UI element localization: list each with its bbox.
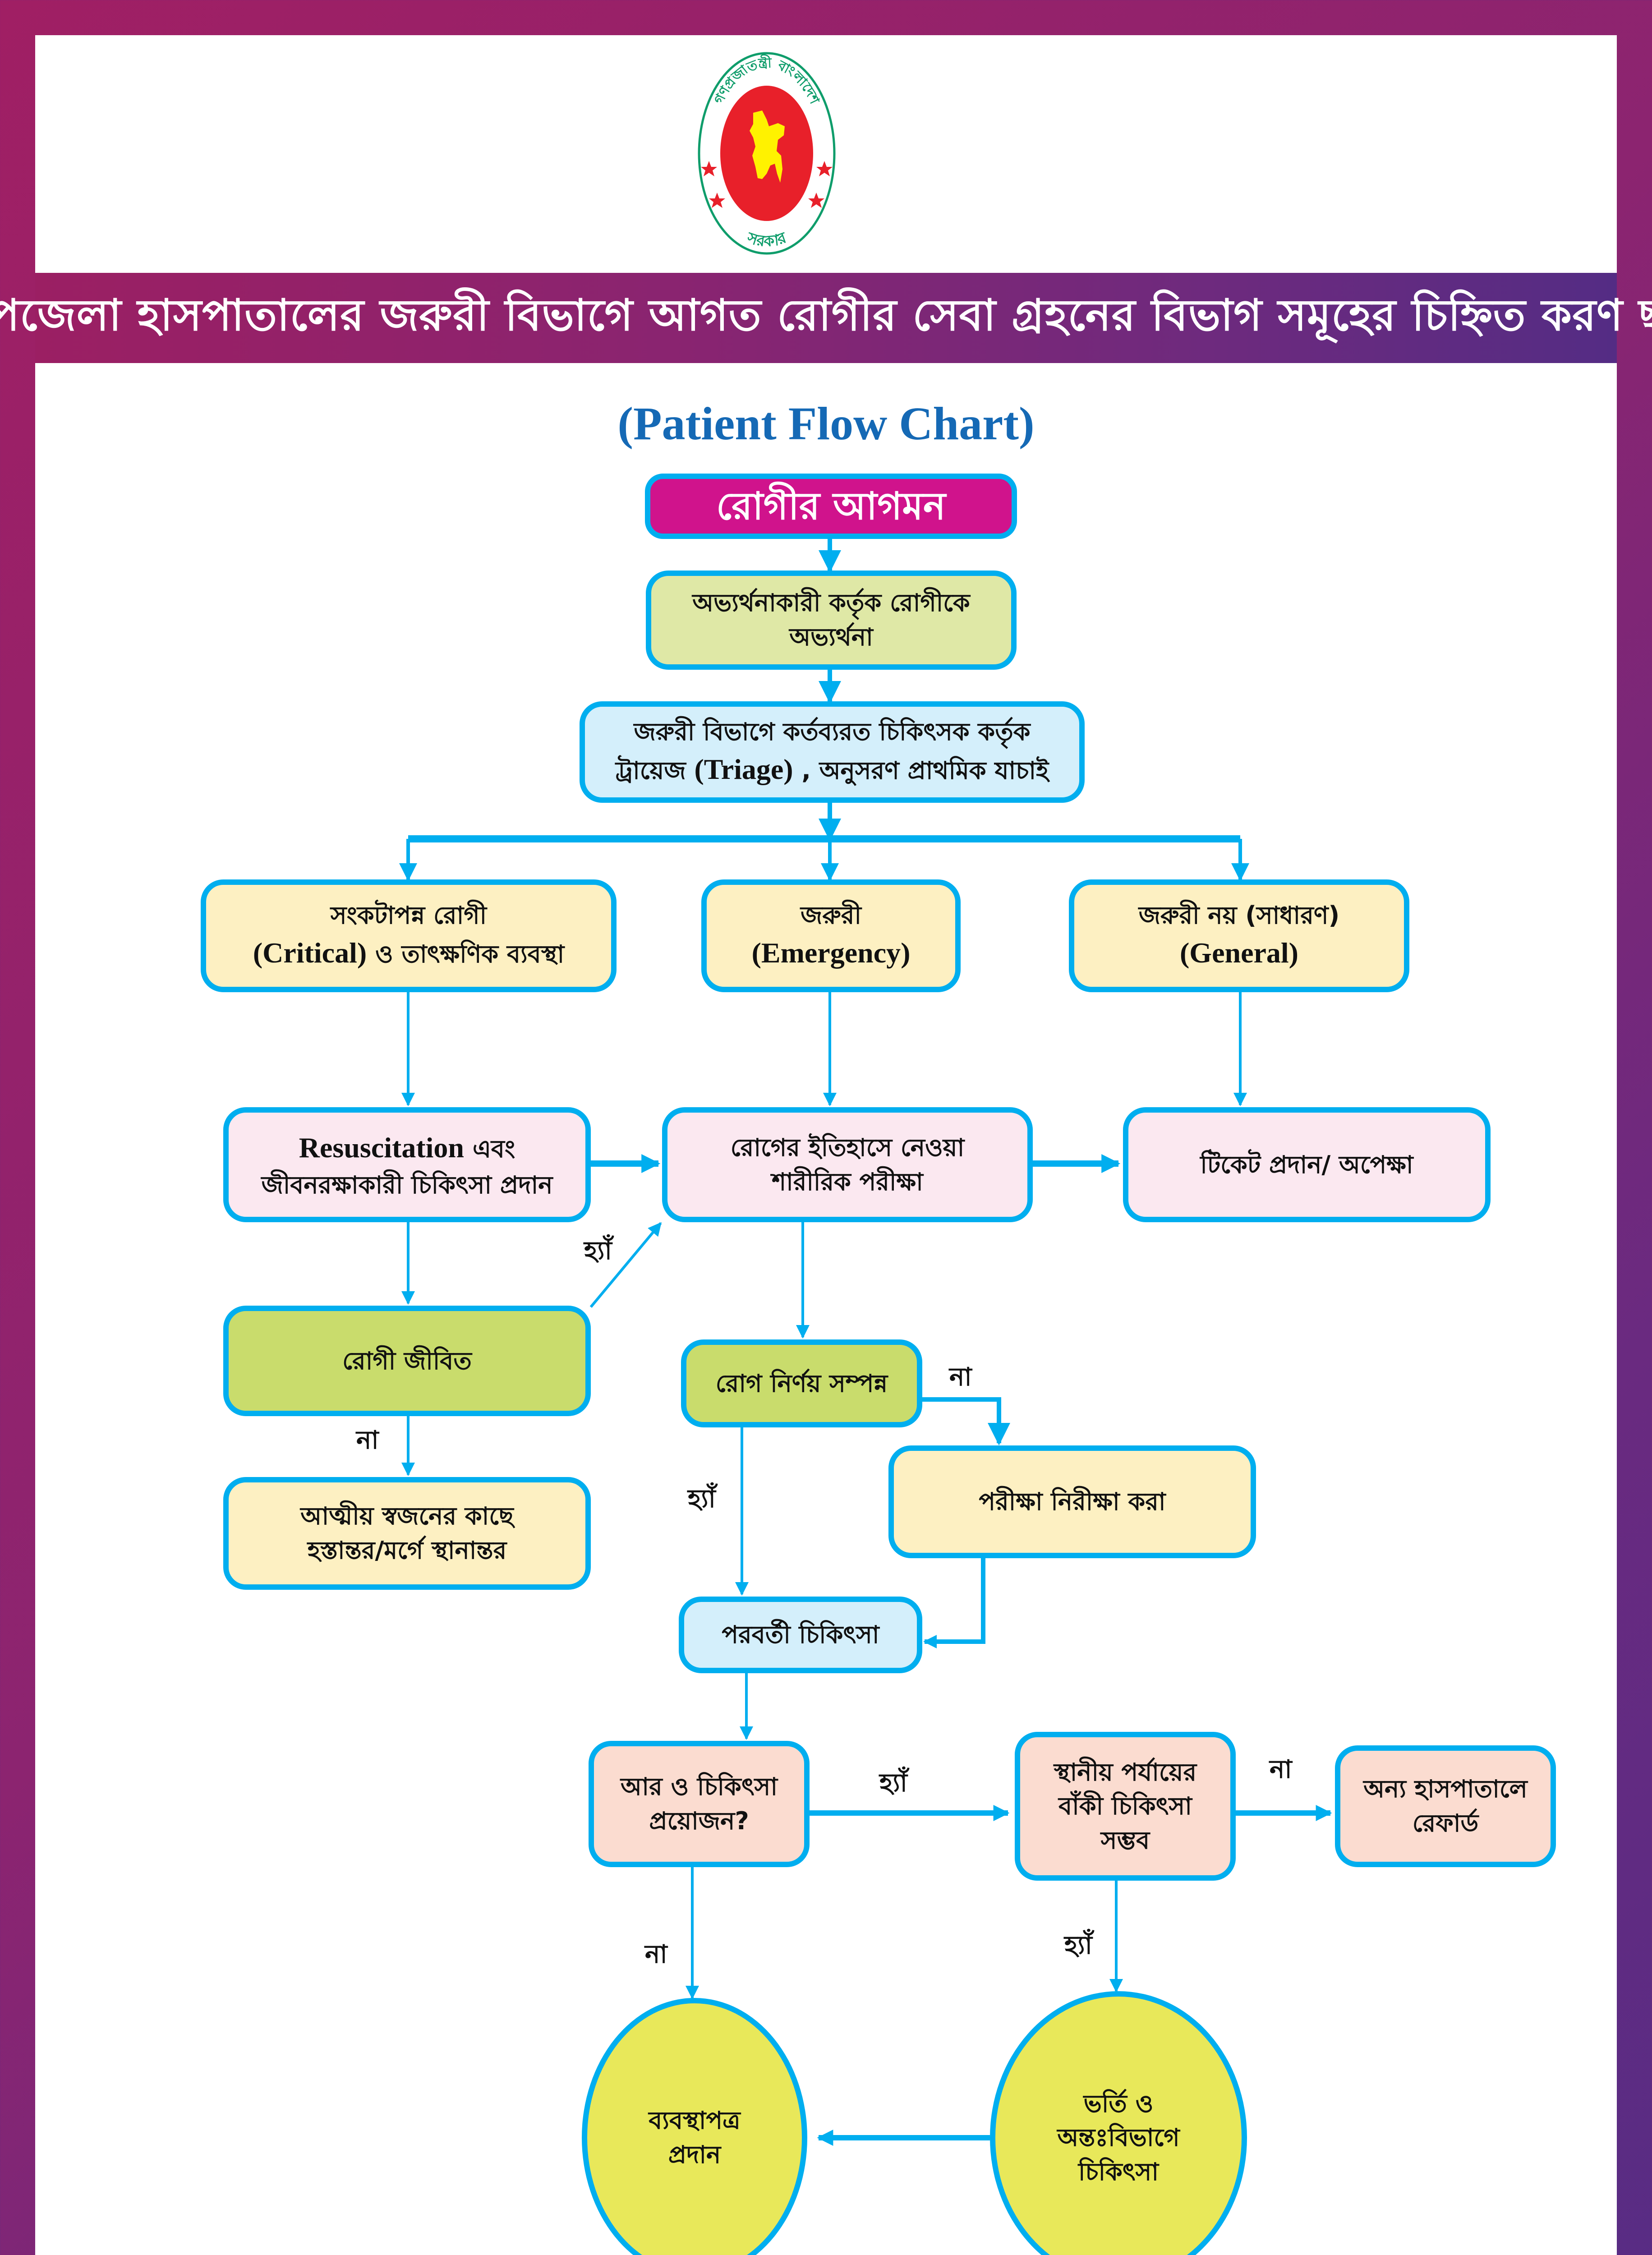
label-more-yes: হ্যাঁ — [879, 1768, 907, 1798]
node-label: সংকটাপন্ন রোগী — [330, 901, 487, 930]
node-reception: অভ্যর্থনাকারী কর্তৃক রোগীকে অভ্যর্থনা — [646, 571, 1017, 670]
node-label-english: Resuscitation — [299, 1131, 465, 1164]
node-tests: পরীক্ষা নিরীক্ষা করা — [888, 1445, 1256, 1558]
node-patient-arrival: রোগীর আগমন — [645, 474, 1017, 539]
node-label: জরুরী বিভাগে কর্তব্যরত চিকিৎসক কর্তৃক — [634, 717, 1031, 746]
node-label: শারীরিক পরীক্ষা — [772, 1167, 923, 1196]
node-label-english: (Critical) — [253, 937, 367, 969]
node-label: রোগের ইতিহাসে নেওয়া — [730, 1133, 965, 1162]
node-handover: আত্মীয় স্বজনের কাছে হস্তান্তর/মর্গে স্থ… — [223, 1477, 591, 1590]
government-emblem: গণপ্রজাতন্ত্রী বাংলাদেশ সরকার — [698, 52, 836, 255]
node-resuscitation: Resuscitation এবং জীবনরক্ষাকারী চিকিৎসা … — [223, 1107, 591, 1222]
node-label-english: (General) — [1179, 937, 1298, 969]
star-icons — [701, 161, 833, 208]
node-more-treatment-needed: আর ও চিকিৎসা প্রয়োজন? — [589, 1741, 810, 1867]
node-label: অভ্যর্থনাকারী কর্তৃক রোগীকে — [692, 589, 970, 617]
node-patient-alive: রোগী জীবিত — [223, 1306, 591, 1416]
node-label: টিকেট প্রদান/ অপেক্ষা — [1200, 1150, 1413, 1179]
node-label: সম্ভব — [1100, 1826, 1150, 1855]
node-ticket-wait: টিকেট প্রদান/ অপেক্ষা — [1123, 1107, 1491, 1222]
node-label: অন্য হাসপাতালে — [1363, 1775, 1528, 1804]
node-label: ব্যবস্থাপত্র — [649, 2106, 741, 2135]
node-label: ভর্তি ও — [1083, 2089, 1154, 2118]
label-alive-yes: হ্যাঁ — [584, 1236, 612, 1266]
node-label: স্থানীয় পর্যায়ের — [1054, 1758, 1197, 1786]
node-label: আত্মীয় স্বজনের কাছে — [300, 1502, 514, 1531]
label-diagnosis-no: না — [949, 1362, 972, 1392]
node-label-english: (Emergency) — [751, 937, 911, 969]
node-refer-other-hospital: অন্য হাসপাতালে রেফার্ড — [1335, 1745, 1556, 1867]
node-label: পরীক্ষা নিরীক্ষা করা — [979, 1487, 1166, 1516]
node-label: রেফার্ড — [1412, 1809, 1479, 1837]
node-label: পরবর্তী চিকিৎসা — [722, 1620, 879, 1649]
node-critical: সংকটাপন্ন রোগী (Critical) ও তাৎক্ষণিক ব্… — [201, 879, 617, 992]
node-label: জরুরী — [801, 901, 861, 930]
node-label: রোগ নির্ণয় সম্পন্ন — [715, 1369, 888, 1398]
header-banner: উপজেলা হাসপাতালের জরুরী বিভাগে আগত রোগীর… — [0, 273, 1652, 363]
node-diagnosis-done: রোগ নির্ণয় সম্পন্ন — [681, 1339, 922, 1427]
node-history-exam: রোগের ইতিহাসে নেওয়া শারীরিক পরীক্ষা — [662, 1107, 1033, 1222]
node-label: জরুরী নয় (সাধারণ) — [1138, 901, 1340, 930]
node-label: আর ও চিকিৎসা — [620, 1772, 778, 1801]
node-next-treatment: পরবর্তী চিকিৎসা — [679, 1597, 922, 1673]
node-emergency: জরুরী (Emergency) — [701, 879, 961, 992]
node-label: , অনুসরণ প্রাথমিক যাচাই — [793, 756, 1049, 785]
map-icon — [750, 110, 785, 183]
label-local-yes: হ্যাঁ — [1064, 1931, 1092, 1960]
node-label: এবং — [464, 1134, 515, 1163]
node-label: জীবনরক্ষাকারী চিকিৎসা প্রদান — [261, 1170, 553, 1199]
node-admission: ভর্তি ও অন্তঃবিভাগে চিকিৎসা — [990, 1991, 1247, 2255]
node-general: জরুরী নয় (সাধারণ) (General) — [1069, 879, 1409, 992]
banner-title: উপজেলা হাসপাতালের জরুরী বিভাগে আগত রোগীর… — [0, 290, 1652, 341]
node-label: রোগী জীবিত — [342, 1346, 472, 1375]
label-alive-no: না — [356, 1426, 379, 1455]
node-label: বাঁকী চিকিৎসা — [1058, 1792, 1192, 1821]
node-label: ট্রায়েজ — [615, 756, 695, 785]
label-more-no: না — [645, 1940, 667, 1969]
node-triage: জরুরী বিভাগে কর্তব্যরত চিকিৎসক কর্তৃক ট্… — [580, 701, 1085, 803]
label-diagnosis-yes: হ্যাঁ — [688, 1484, 716, 1514]
node-label: ও তাৎক্ষণিক ব্যবস্থা — [367, 940, 565, 968]
chart-title: (Patient Flow Chart) — [617, 398, 1035, 450]
label-local-no: না — [1270, 1755, 1292, 1784]
node-label: অন্তঃবিভাগে — [1057, 2123, 1180, 2152]
node-label: প্রদান — [668, 2140, 721, 2169]
node-label: চিকিৎসা — [1078, 2157, 1159, 2186]
node-label: প্রয়োজন? — [649, 1807, 749, 1835]
node-local-treatment-possible: স্থানীয় পর্যায়ের বাঁকী চিকিৎসা সম্ভব — [1015, 1732, 1236, 1881]
node-label: রোগীর আগমন — [716, 483, 946, 528]
node-label: হস্তান্তর/মর্গে স্থানান্তর — [307, 1536, 507, 1565]
node-label-english: (Triage) — [694, 753, 793, 785]
node-label: অভ্যর্থনা — [789, 623, 873, 651]
